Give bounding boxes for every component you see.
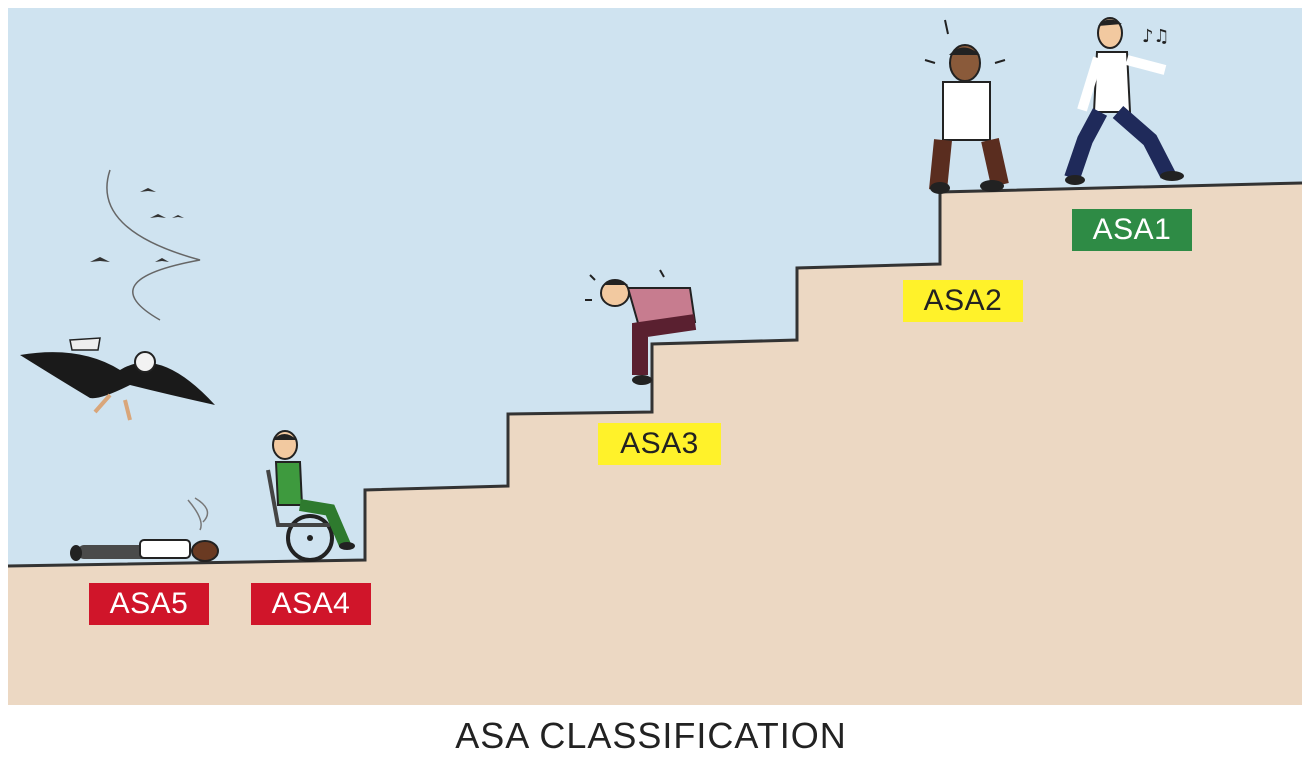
lying-man (70, 497, 219, 562)
sad-man (585, 269, 697, 385)
asa3-badge: ASA3 (598, 423, 721, 465)
distressed-man (924, 19, 1009, 194)
asa2-badge: ASA2 (903, 280, 1023, 322)
wheelchair-man (266, 430, 355, 562)
vulture-icon (20, 169, 215, 421)
staircase-edge (7, 181, 1302, 568)
figure-caption: ASA CLASSIFICATION (455, 715, 847, 756)
asa1-badge: ASA1 (1072, 209, 1192, 251)
svg-text:♪♫: ♪♫ (1142, 26, 1170, 47)
asa4-badge: ASA4 (251, 583, 371, 625)
walking-man: ♪♫ (1064, 17, 1184, 185)
asa5-badge: ASA5 (89, 583, 209, 625)
bird-flock (90, 188, 184, 262)
